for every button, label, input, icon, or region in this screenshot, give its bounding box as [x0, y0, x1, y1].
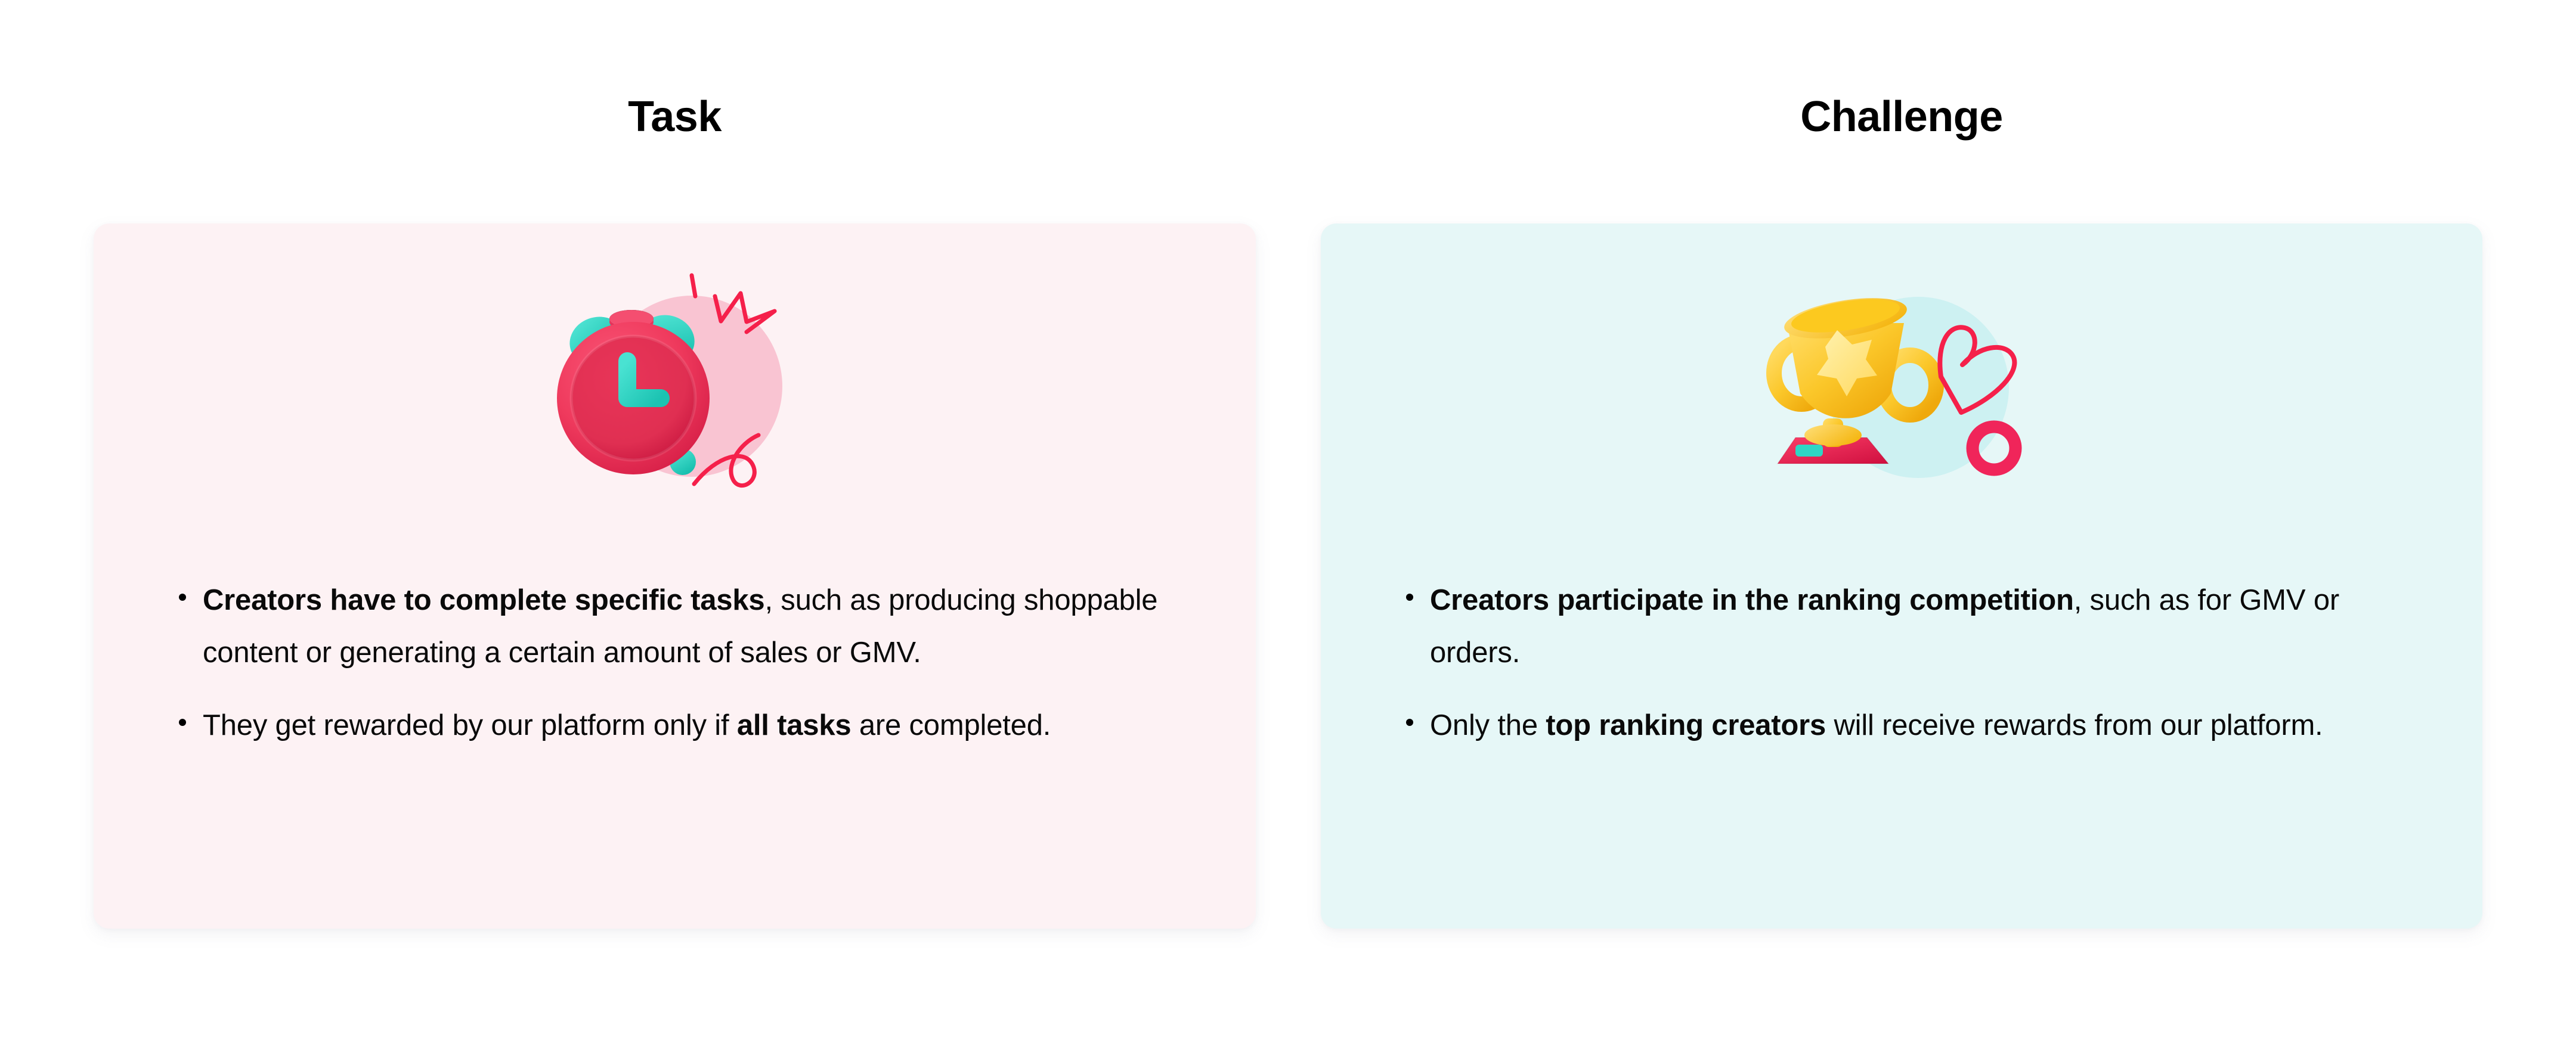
bullet-strong: all tasks: [736, 709, 852, 741]
bullet-dot-icon: [179, 594, 186, 601]
bullet-lead-strong: Creators have to complete specific tasks: [203, 584, 765, 616]
bullet-pre: Only the: [1430, 709, 1546, 741]
list-item: Creators have to complete specific tasks…: [179, 574, 1190, 679]
bullet-post: are completed.: [851, 709, 1051, 741]
card-challenge: Creators participate in the ranking comp…: [1321, 224, 2482, 929]
alarm-clock-illustration: [538, 256, 812, 495]
list-item: Only the top ranking creators will recei…: [1406, 699, 2435, 752]
bullet-strong: top ranking creators: [1546, 709, 1826, 741]
illustration-area-challenge: [1321, 224, 2482, 510]
bullet-pre: They get rewarded by our platform only i…: [203, 709, 737, 741]
bullet-dot-icon: [1406, 594, 1413, 601]
bullet-text: Only the top ranking creators will recei…: [1430, 699, 2323, 752]
page-title-task: Task: [628, 93, 722, 141]
bullet-dot-icon: [179, 719, 186, 726]
bullet-rest: , such as producing shoppable content or…: [203, 584, 1158, 669]
bullet-rest: , such as for GMV or orders.: [1430, 584, 2339, 669]
bullet-text: Creators have to complete specific tasks…: [203, 574, 1190, 679]
bullet-text: They get rewarded by our platform only i…: [203, 699, 1051, 752]
column-challenge: Challenge: [1321, 0, 2482, 929]
illustration-area-task: [94, 224, 1256, 510]
bullet-dot-icon: [1406, 719, 1413, 726]
list-item: They get rewarded by our platform only i…: [179, 699, 1190, 752]
page-title-challenge: Challenge: [1800, 93, 2003, 141]
bullet-post: will receive rewards from our platform.: [1826, 709, 2323, 741]
bullet-list-task: Creators have to complete specific tasks…: [179, 574, 1190, 752]
list-item: Creators participate in the ranking comp…: [1406, 574, 2435, 679]
bullet-list-challenge: Creators participate in the ranking comp…: [1406, 574, 2435, 752]
bullet-lead-strong: Creators participate in the ranking comp…: [1430, 584, 2074, 616]
bullet-text: Creators participate in the ranking comp…: [1430, 574, 2435, 679]
trophy-illustration: [1764, 256, 2039, 495]
card-task: Creators have to complete specific tasks…: [94, 224, 1256, 929]
column-task: Task: [94, 0, 1256, 929]
